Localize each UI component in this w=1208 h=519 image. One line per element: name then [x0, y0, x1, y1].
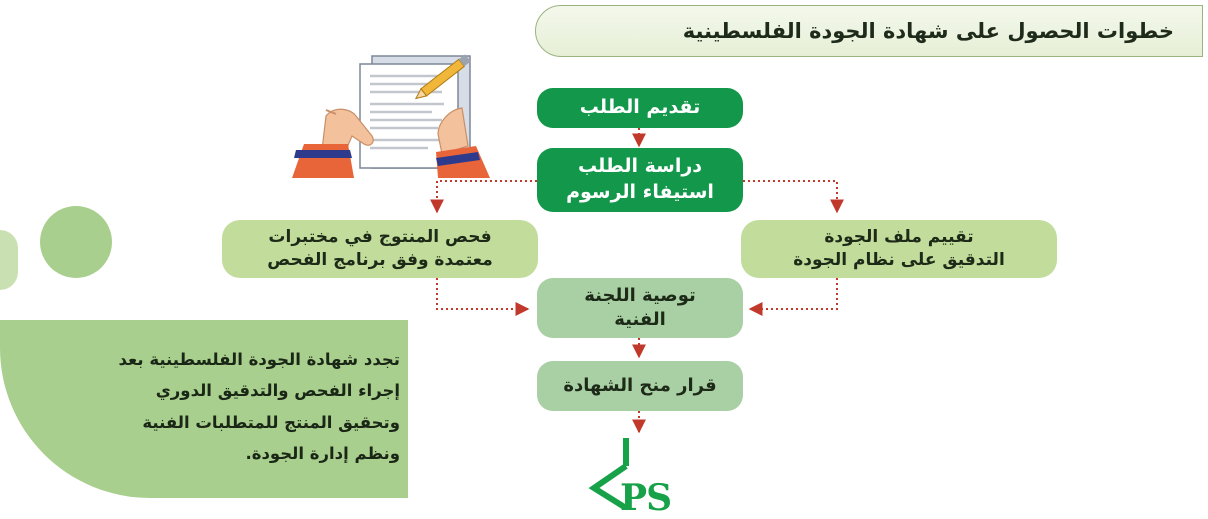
step-decision-label: قرار منح الشهادة	[563, 374, 717, 396]
step-submit-request: تقديم الطلب	[537, 88, 743, 128]
step-committee-line1: توصية اللجنة	[584, 284, 696, 306]
step-technical-committee: توصية اللجنة الفنية	[537, 278, 743, 338]
decorative-circle-edge	[0, 230, 18, 290]
ps-quality-mark-logo	[588, 438, 629, 510]
step-product-testing-line1: فحص المنتوج في مختبرات	[268, 227, 492, 248]
step-product-testing-line2: معتمدة وفق برنامج الفحص	[267, 250, 493, 270]
step-study-request: دراسة الطلب استيفاء الرسوم	[537, 148, 743, 212]
renewal-note-line1: تجدد شهادة الجودة الفلسطينية بعد	[118, 350, 400, 369]
step-study-line1: دراسة الطلب	[577, 155, 703, 178]
step-submit-label: تقديم الطلب	[579, 96, 701, 119]
renewal-note-line4: ونظم إدارة الجودة.	[245, 444, 400, 464]
diagram-title: خطوات الحصول على شهادة الجودة الفلسطينية	[535, 5, 1203, 57]
renewal-note-line2: إجراء الفحص والتدقيق الدوري	[155, 381, 400, 401]
decorative-circle-large	[40, 206, 112, 278]
document-with-pen-illustration	[292, 54, 490, 178]
renewal-note-line3: وتحقيق المنتج للمتطلبات الفنية	[142, 412, 400, 432]
step-study-line2: استيفاء الرسوم	[566, 181, 714, 203]
step-quality-file-evaluation: تقييم ملف الجودة التدقيق على نظام الجودة	[741, 220, 1057, 278]
renewal-note-text: تجدد شهادة الجودة الفلسطينية بعد إجراء ا…	[30, 344, 400, 469]
step-committee-line2: الفنية	[614, 309, 666, 330]
step-quality-file-line1: تقييم ملف الجودة	[824, 227, 974, 248]
step-quality-file-line2: التدقيق على نظام الجودة	[793, 250, 1005, 270]
renewal-note-panel	[0, 320, 408, 498]
step-certificate-decision: قرار منح الشهادة	[537, 361, 743, 411]
step-product-testing: فحص المنتوج في مختبرات معتمدة وفق برنامج…	[222, 220, 538, 278]
ps-logo-text: PS	[620, 477, 672, 519]
